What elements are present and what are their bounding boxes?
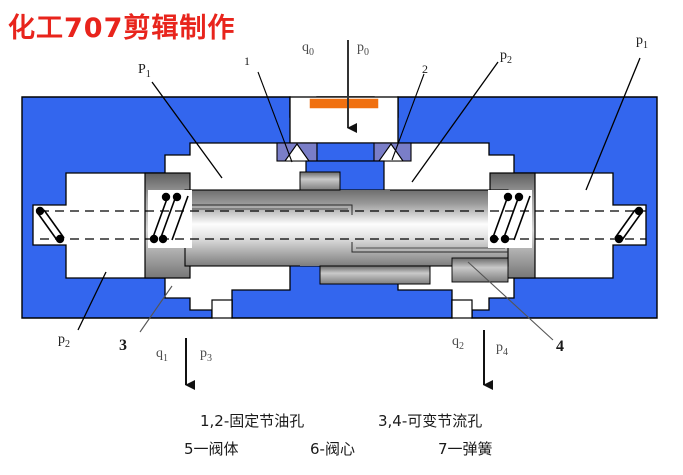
label-p1-left: P1 [138,62,151,80]
label-orifice-1: 1 [244,54,250,68]
caption-line2-b: 6-阀心 [310,440,355,458]
caption-line2-a: 5一阀体 [184,440,239,458]
label-p2-bottom: p2 [58,332,70,350]
fixed-orifice-1 [276,142,318,162]
inlet-orange-strip [309,98,379,109]
label-p2-top: p2 [500,48,512,66]
leader-lines [77,57,641,341]
label-part-4: 4 [556,338,564,355]
spring-left-inner [148,190,192,248]
spring-right-inner [488,190,532,248]
caption-line1-left: 1,2-固定节油孔 [200,412,305,430]
label-orifice-2: 2 [422,62,428,76]
page-title: 化工707剪辑制作 [8,13,236,44]
spring-right-outer [614,206,644,244]
axis-centerlines [40,210,646,240]
caption-line1-right: 3,4-可变节流孔 [378,412,483,430]
center-upper-land [316,142,375,162]
fixed-orifice-2 [370,142,412,162]
label-p0: p0 [357,40,369,58]
label-p1-right: p1 [636,33,648,51]
label-q0: q0 [302,40,314,58]
label-q2: q2 [452,334,464,352]
caption-line2-c: 7一弹簧 [438,440,493,458]
label-p3: p3 [200,346,212,364]
label-part-3: 3 [119,337,127,354]
spring-left-outer [35,206,65,244]
label-q1: q1 [156,346,168,364]
label-p4: p4 [496,340,508,358]
valve-spool [144,171,536,285]
flow-arrows [185,40,493,390]
